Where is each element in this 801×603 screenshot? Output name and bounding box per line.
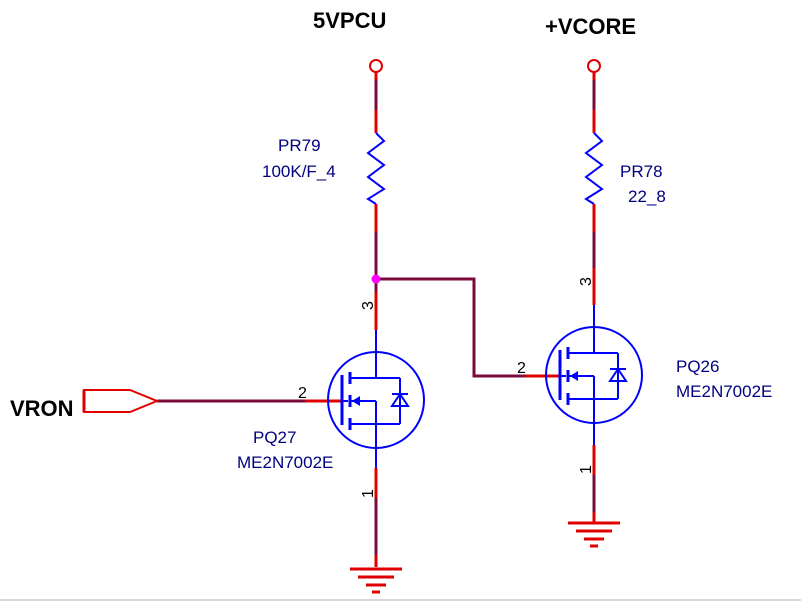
pq26-pin-gate: 2 (517, 360, 526, 377)
pq27-pin-drain: 3 (360, 301, 377, 310)
resistor-pr78-ref: PR78 (620, 162, 663, 181)
supply-terminal-5vpcu (369, 59, 383, 80)
mosfet-pq26 (545, 305, 643, 445)
pq26-ref: PQ26 (676, 357, 719, 376)
resistor-pr79-ref: PR79 (278, 136, 321, 155)
ground-symbol-left (350, 555, 402, 594)
vron-port (82, 389, 160, 413)
pq27-pin-gate: 2 (298, 385, 307, 402)
pq27-ref: PQ27 (253, 428, 296, 447)
pq26-pin-drain: 3 (578, 277, 595, 286)
pq27-part: ME2N7002E (237, 453, 333, 472)
ground-symbol-right (568, 512, 620, 548)
pq27-pin-source: 1 (360, 489, 377, 498)
resistor-pr78 (584, 132, 604, 205)
pin-segments (305, 110, 596, 498)
net-label-5vpcu: 5VPCU (313, 8, 386, 33)
pq26-pin-source: 1 (578, 465, 595, 474)
resistor-pr79 (366, 132, 386, 205)
junction-dot (371, 274, 381, 284)
resistor-pr78-value: 22_8 (628, 187, 666, 206)
net-label-vron: VRON (10, 396, 74, 421)
supply-terminal-vcore (587, 59, 601, 80)
pq26-part: ME2N7002E (676, 382, 772, 401)
mosfet-pq27 (327, 330, 425, 468)
wires (157, 80, 596, 565)
net-label-vcore: +VCORE (545, 14, 636, 39)
resistor-pr79-value: 100K/F_4 (262, 162, 336, 181)
